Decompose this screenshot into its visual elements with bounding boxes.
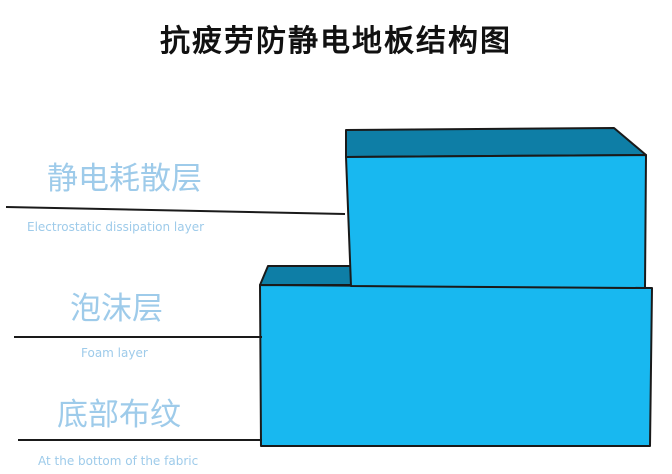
dissipation-layer-leader-line bbox=[5, 206, 346, 215]
dissipation-layer-block bbox=[345, 127, 647, 289]
foam-layer-label-en: Foam layer bbox=[81, 346, 148, 360]
dissipation-layer-label-cn: 静电耗散层 bbox=[47, 161, 202, 197]
foam-layer-top-face bbox=[259, 265, 353, 286]
fabric-layer-label-en: At the bottom of the fabric bbox=[38, 454, 199, 468]
dissipation-layer-top-face bbox=[345, 127, 647, 158]
diagram-title: 抗疲劳防静电地板结构图 bbox=[160, 24, 512, 59]
dissipation-layer-front-face bbox=[345, 154, 647, 289]
dissipation-layer-label-en: Electrostatic dissipation layer bbox=[27, 220, 205, 234]
foam-layer-front-face bbox=[259, 284, 653, 447]
fabric-layer-label-cn: 底部布纹 bbox=[57, 397, 181, 433]
foam-layer-label-cn: 泡沫层 bbox=[70, 291, 163, 327]
foam-layer-block bbox=[259, 265, 653, 447]
